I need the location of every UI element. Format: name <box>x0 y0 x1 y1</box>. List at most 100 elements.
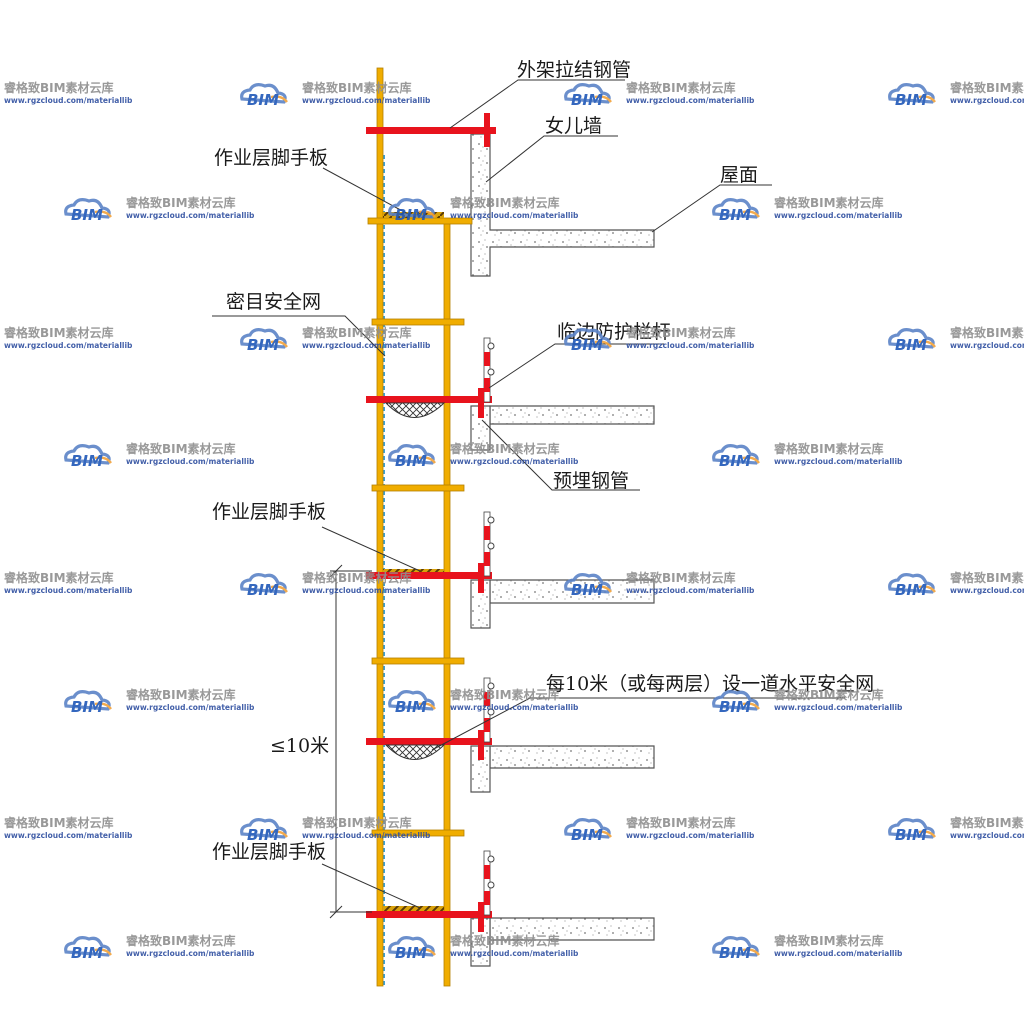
watermark-title: 睿格致BIM素材云库 <box>626 570 736 585</box>
watermark-brand: BIM <box>71 698 103 716</box>
watermark: BIM睿格致BIM素材云库www.rgzcloud.com/materialli… <box>4 815 133 840</box>
cloud-logo-icon <box>712 936 759 957</box>
watermark-title: 睿格致BIM素材云库 <box>4 325 114 340</box>
watermark-title: 睿格致BIM素材云库 <box>302 80 412 95</box>
cloud-logo-icon <box>888 573 935 594</box>
watermark-title: 睿格致BIM素材云库 <box>126 687 236 702</box>
cloud-logo-icon <box>388 444 435 465</box>
watermark: BIM睿格致BIM素材云库www.rgzcloud.com/materialli… <box>4 570 133 595</box>
watermark: BIM睿格致BIM素材云库www.rgzcloud.com/materialli… <box>388 441 579 470</box>
watermark-url: www.rgzcloud.com/materiallib <box>126 703 255 712</box>
work-boards <box>383 212 444 912</box>
watermark-layer: BIM睿格致BIM素材云库www.rgzcloud.com/materialli… <box>4 80 1024 962</box>
label-roof: 屋面 <box>720 164 758 186</box>
inner-standard-pole <box>443 221 451 987</box>
watermark-brand: BIM <box>571 336 603 354</box>
outer-standard-pole <box>376 67 384 987</box>
parapet-wall <box>470 133 655 277</box>
watermark-title: 睿格致BIM素材云库 <box>774 441 884 456</box>
watermark-title: 睿格致BIM素材云库 <box>626 325 736 340</box>
watermark: BIM 睿格致BIM素材云库www.rgzcloud.com/materialli… <box>388 195 579 224</box>
watermark-brand: BIM <box>247 336 279 354</box>
watermark-brand: BIM <box>247 91 279 109</box>
watermark: BIM睿格致BIM素材云库www.rgzcloud.com/materialli… <box>564 325 755 354</box>
red-transoms <box>366 396 492 918</box>
watermark-brand: BIM <box>719 698 751 716</box>
floor-slab-2 <box>470 579 655 629</box>
watermark-title: 睿格致BIM素材云库 <box>450 195 560 210</box>
watermark-brand: BIM <box>71 452 103 470</box>
watermark: BIM睿格致BIM素材云库www.rgzcloud.com/materialli… <box>4 325 133 350</box>
cloud-logo-icon <box>564 328 611 349</box>
label-work-board-bottom: 作业层脚手板 <box>212 841 326 863</box>
watermark: BIM睿格致BIM素材云库www.rgzcloud.com/materialli… <box>388 687 579 716</box>
watermark-title: 睿格致BIM素材云库 <box>302 325 412 340</box>
watermark: BIM 睿格致BIM素材云库www.rgzcloud.com/materialli… <box>388 933 579 962</box>
cloud-logo-icon <box>64 936 111 957</box>
watermark-brand: BIM <box>395 944 427 962</box>
watermark-brand: BIM <box>395 452 427 470</box>
cloud-logo-icon <box>388 690 435 711</box>
leader-lines <box>212 79 845 909</box>
cloud-logo-icon <box>388 198 435 219</box>
label-work-board-mid: 作业层脚手板 <box>212 501 326 523</box>
watermark: BIM睿格致BIM素材云库www.rgzcloud.com/materialli… <box>240 570 431 599</box>
watermark: BIM睿格致BIM素材云库www.rgzcloud.com/materialli… <box>888 815 1024 844</box>
watermark-url: www.rgzcloud.com/materiallib <box>302 341 431 350</box>
watermark-url: www.rgzcloud.com/materiallib <box>774 949 903 958</box>
spacing-dimension <box>329 564 372 919</box>
watermark: BIM 睿格致BIM素材云库www.rgzcloud.com/materialli… <box>240 815 431 844</box>
watermark: BIM睿格致BIM素材云库www.rgzcloud.com/materialli… <box>712 195 903 224</box>
watermark-brand: BIM <box>395 206 427 224</box>
cloud-logo-icon <box>64 444 111 465</box>
watermark-title: 睿格致BIM素材云库 <box>626 80 736 95</box>
watermark-brand: BIM <box>719 206 751 224</box>
label-tie-pipe: 外架拉结钢管 <box>517 59 631 81</box>
watermark-url: www.rgzcloud.com/materiallib <box>626 586 755 595</box>
ledger-bars <box>367 217 473 837</box>
watermark-url: www.rgzcloud.com/materiallib <box>450 949 579 958</box>
watermark-url: www.rgzcloud.com/materiallib <box>774 211 903 220</box>
watermark-url: www.rgzcloud.com/materiallib <box>126 457 255 466</box>
horizontal-safety-net-2 <box>384 744 446 760</box>
watermark-title: 睿格致BIM素材云库 <box>4 80 114 95</box>
watermark-brand: BIM <box>719 944 751 962</box>
watermark-title: 睿格致BIM素材云库 <box>4 570 114 585</box>
cloud-logo-icon <box>240 83 287 104</box>
cloud-logo-icon <box>888 83 935 104</box>
watermark-url: www.rgzcloud.com/materiallib <box>126 211 255 220</box>
watermark-url: www.rgzcloud.com/materiallib <box>450 211 579 220</box>
label-embedded-pipe: 预埋钢管 <box>553 470 629 492</box>
watermark-title: 睿格致BIM素材云库 <box>126 933 236 948</box>
watermark-url: www.rgzcloud.com/materiallib <box>626 96 755 105</box>
watermark-brand: BIM <box>247 826 279 844</box>
cloud-logo-icon <box>240 573 287 594</box>
watermark-title: 睿格致BIM素材云库 <box>450 441 560 456</box>
cloud-logo-icon <box>712 690 759 711</box>
label-parapet: 女儿墙 <box>545 115 602 137</box>
watermark-brand: BIM <box>895 336 927 354</box>
embedded-pipes <box>478 388 484 932</box>
watermark-brand: BIM <box>571 826 603 844</box>
edge-guard-rails <box>483 337 495 916</box>
watermark-url: www.rgzcloud.com/materiallib <box>302 96 431 105</box>
floor-slab-4 <box>470 917 655 967</box>
floor-slab-1 <box>470 405 655 451</box>
watermark-title: 睿格致BIM素材云库 <box>302 815 412 830</box>
watermark-title: 睿格致BIM素材云库 <box>302 570 412 585</box>
watermark-brand: BIM <box>71 944 103 962</box>
label-dense-net: 密目安全网 <box>226 291 321 313</box>
watermark-url: www.rgzcloud.com/materiallib <box>4 831 133 840</box>
watermark-title: 睿格致BIM素材云库 <box>450 933 560 948</box>
watermark: BIM睿格致BIM素材云库www.rgzcloud.com/materialli… <box>888 80 1024 109</box>
watermark: BIM睿格致BIM素材云库www.rgzcloud.com/materialli… <box>4 80 133 105</box>
cloud-logo-icon <box>888 818 935 839</box>
watermark-url: www.rgzcloud.com/materiallib <box>950 341 1024 350</box>
watermark-url: www.rgzcloud.com/materiallib <box>302 831 431 840</box>
watermark-title: 睿格致BIM素材云库 <box>450 687 560 702</box>
label-net-rule: 每10米（或每两层）设一道水平安全网 <box>546 673 874 695</box>
horizontal-safety-net-1 <box>384 402 446 418</box>
watermark-title: 睿格致BIM素材云库 <box>774 687 884 702</box>
floor-slab-3 <box>470 745 655 793</box>
watermark-brand: BIM <box>895 581 927 599</box>
